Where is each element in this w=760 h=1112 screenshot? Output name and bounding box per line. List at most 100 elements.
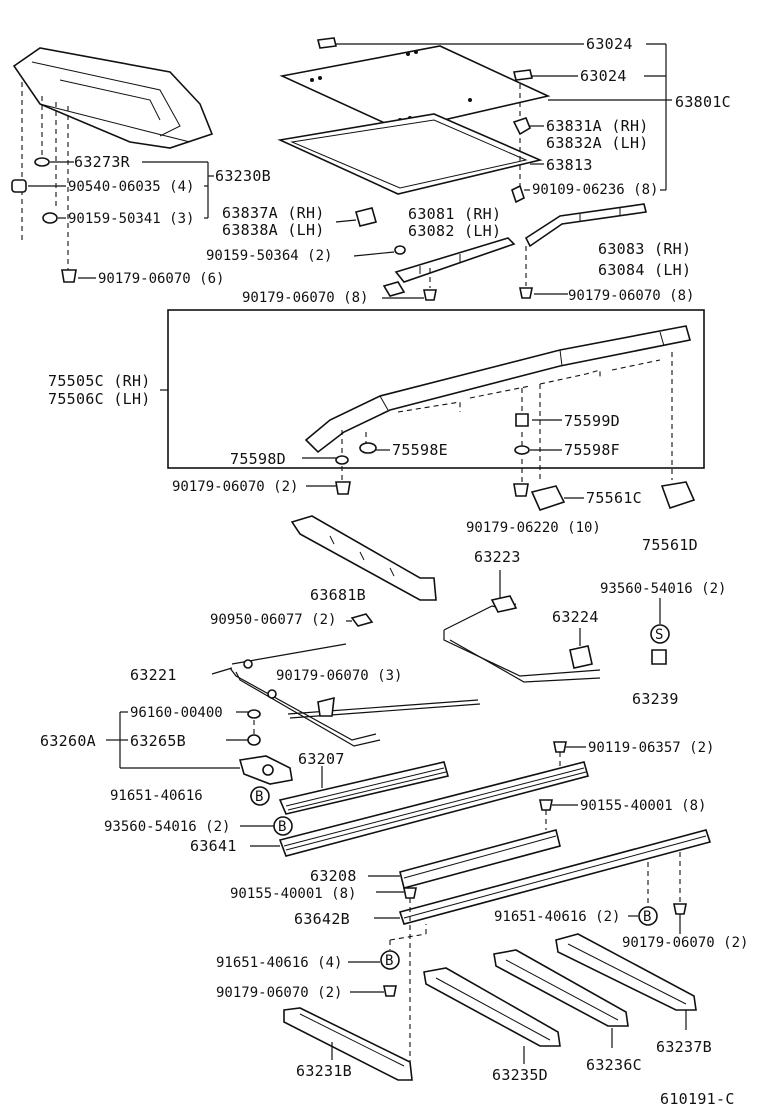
rail-leaders — [335, 219, 568, 299]
label-90119: 90119-06357 (2) — [588, 740, 714, 756]
label-90155b: 90155-40001 (8) — [230, 886, 356, 902]
deflector-bracket-63837A — [355, 207, 406, 255]
label-63224: 63224 — [552, 608, 599, 626]
label-63231B: 63231B — [296, 1062, 352, 1080]
roof-rail-box — [167, 309, 705, 469]
label-63837A: 63837A (RH) — [222, 204, 325, 222]
label-63641: 63641 — [190, 837, 237, 855]
glass-seal-63813 — [277, 113, 543, 195]
glass-leaders — [336, 43, 672, 191]
rail-lower-leaders — [368, 852, 681, 1080]
rail-fasteners — [335, 352, 673, 497]
label-63081: 63081 (RH) — [408, 205, 501, 223]
label-90159b: 90159-50364 (2) — [206, 248, 332, 264]
label-63237B: 63237B — [656, 1038, 712, 1056]
label-63239: 63239 — [632, 690, 679, 708]
label-75506C: 75506C (LH) — [48, 390, 151, 408]
label-63223: 63223 — [474, 548, 521, 566]
crossmember-63236C — [493, 949, 629, 1048]
label-75598F: 75598F — [564, 441, 620, 459]
label-63024a: 63024 — [586, 35, 633, 53]
label-63260A: 63260A — [40, 732, 96, 750]
label-63813: 63813 — [546, 156, 593, 174]
roof-spoiler-63230B — [12, 47, 214, 149]
label-75561D: 75561D — [642, 536, 698, 554]
label-63831A: 63831A (RH) — [546, 117, 649, 135]
label-93560b: 93560-54016 (2) — [104, 819, 230, 835]
callout-b-text: B — [278, 819, 286, 835]
screw-63239: S — [650, 598, 670, 665]
drain-hose-63223 — [443, 570, 601, 683]
crossmember-63237B — [555, 933, 697, 1030]
roof-rail-75505C — [304, 325, 692, 454]
label-63832A: 63832A (LH) — [546, 134, 649, 152]
label-63024b: 63024 — [580, 67, 627, 85]
callout-b-text: B — [385, 953, 393, 969]
rail-63083 — [524, 203, 647, 248]
label-90179c: 90179-06070 (8) — [568, 288, 694, 304]
rail-63641 — [278, 761, 589, 857]
label-63082: 63082 (LH) — [408, 222, 501, 240]
label-90179b: 90179-06070 (8) — [242, 290, 368, 306]
label-75598D: 75598D — [230, 450, 286, 468]
bolts-right — [539, 741, 586, 830]
spoiler-small-parts — [11, 157, 77, 283]
drain-hose-63224 — [569, 628, 593, 669]
callout-s: S — [655, 627, 663, 643]
label-63208: 63208 — [310, 867, 357, 885]
spoiler-fastener-dashes — [21, 82, 69, 270]
label-63235D: 63235D — [492, 1066, 548, 1084]
label-75505C: 75505C (RH) — [48, 372, 151, 390]
rail-63642B — [398, 829, 712, 925]
label-63207: 63207 — [298, 750, 345, 768]
label-75599D: 75599D — [564, 412, 620, 430]
bracket-63681B — [290, 515, 437, 601]
label-63801C: 63801C — [675, 93, 731, 111]
label-63084: 63084 (LH) — [598, 261, 691, 279]
glass-small-parts — [317, 37, 533, 204]
spoiler-leaders — [28, 161, 214, 279]
label-91651b: 91651-40616 (2) — [494, 909, 620, 925]
rail-63081 — [382, 237, 516, 297]
callout-b-3: B — [628, 903, 687, 934]
crossmember-63235D — [423, 967, 561, 1064]
label-90109: 90109-06236 (8) — [532, 182, 658, 198]
callout-b-2: B — [240, 816, 293, 836]
label-63681B: 63681B — [310, 586, 366, 604]
label-90159a: 90159-50341 (3) — [68, 211, 194, 227]
callout-b-4: B — [348, 950, 400, 997]
label-93560a: 93560-54016 (2) — [600, 581, 726, 597]
callout-b-text: B — [255, 789, 263, 805]
label-91651c: 91651-40616 (4) — [216, 955, 342, 971]
label-90179e: 90179-06220 (10) — [466, 520, 601, 536]
motor-group-63260A — [106, 709, 293, 785]
rail-nuts — [423, 246, 533, 301]
label-63273R: 63273R — [74, 153, 131, 171]
label-90540: 90540-06035 (4) — [68, 179, 194, 195]
rail-63208 — [399, 829, 561, 889]
label-63642B: 63642B — [294, 910, 350, 928]
diagram-id: 610191-C — [660, 1090, 735, 1108]
label-63236C: 63236C — [586, 1056, 642, 1074]
label-63230B: 63230B — [215, 167, 271, 185]
rail-box-leaders — [160, 389, 562, 487]
label-90179g: 90179-06070 (2) — [622, 935, 748, 951]
label-90179h: 90179-06070 (2) — [216, 985, 342, 1001]
label-90179a: 90179-06070 (6) — [98, 271, 224, 287]
label-90179f: 90179-06070 (3) — [276, 668, 402, 684]
label-63838A: 63838A (LH) — [222, 221, 325, 239]
label-90179d: 90179-06070 (2) — [172, 479, 298, 495]
label-90155a: 90155-40001 (8) — [580, 798, 706, 814]
label-63083: 63083 (RH) — [598, 240, 691, 258]
label-75561C: 75561C — [586, 489, 642, 507]
label-63265B: 63265B — [130, 732, 186, 750]
cable-63221 — [211, 613, 481, 747]
label-90950: 90950-06077 (2) — [210, 612, 336, 628]
callout-b-text: B — [643, 909, 651, 925]
label-63221: 63221 — [130, 666, 177, 684]
label-91651a: 91651-40616 — [110, 788, 203, 804]
label-75598E: 75598E — [392, 441, 448, 459]
crossmember-63231B — [283, 1007, 413, 1081]
rail-end-caps — [530, 481, 696, 511]
